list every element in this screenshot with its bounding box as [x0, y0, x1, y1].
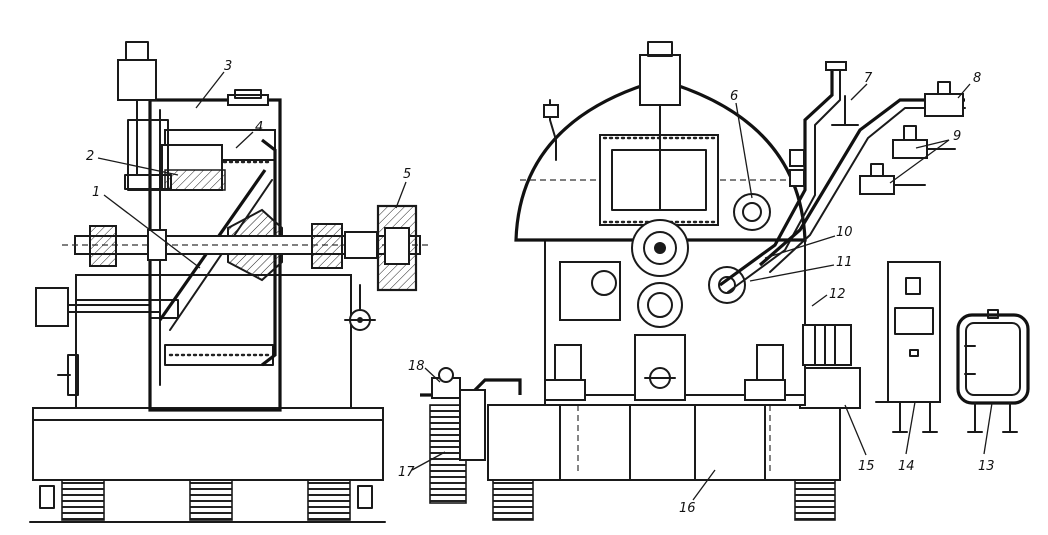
label-18: 18 [408, 359, 425, 374]
left-spring-supports [29, 479, 386, 523]
discharge-valve [708, 266, 746, 304]
valve-8 [924, 81, 964, 117]
label-12: 12 [829, 287, 846, 302]
label-6: 6 [730, 89, 738, 104]
front-spring-left [492, 479, 534, 521]
left-view-side-section [29, 41, 430, 523]
pressure-gauge [733, 193, 771, 231]
front-spring-right [794, 479, 836, 521]
label-1: 1 [92, 185, 100, 200]
label-2: 2 [86, 149, 94, 164]
label-10: 10 [836, 225, 853, 240]
label-5: 5 [403, 167, 411, 182]
label-15: 15 [858, 459, 875, 474]
front-view [420, 41, 966, 521]
label-17: 17 [398, 465, 415, 480]
label-8: 8 [973, 71, 981, 86]
left-foundation-block [32, 407, 384, 481]
left-pulley [376, 204, 418, 292]
left-top-cylinder [117, 41, 172, 191]
side-pedestal [799, 367, 861, 409]
front-lower-port [637, 282, 683, 328]
label-3: 3 [224, 59, 232, 74]
label-11: 11 [836, 255, 853, 270]
label-13: 13 [978, 459, 995, 474]
left-handwheel [344, 284, 376, 331]
control-cabinet-14 [875, 261, 941, 433]
pump-assembly [420, 367, 522, 504]
valves-9 [859, 125, 956, 195]
drive-motor [802, 324, 852, 366]
label-16: 16 [679, 501, 696, 516]
label-4: 4 [255, 120, 263, 135]
left-motor [35, 287, 69, 327]
front-left-panel [559, 261, 621, 321]
label-14: 14 [898, 459, 915, 474]
control-cabinet-13 [956, 309, 1030, 433]
label-7: 7 [864, 71, 873, 86]
front-top-riser [639, 54, 681, 106]
leader-lines [97, 71, 993, 501]
left-housing-frame [75, 274, 352, 409]
label-9: 9 [953, 129, 961, 144]
front-foundation-block [487, 404, 841, 481]
